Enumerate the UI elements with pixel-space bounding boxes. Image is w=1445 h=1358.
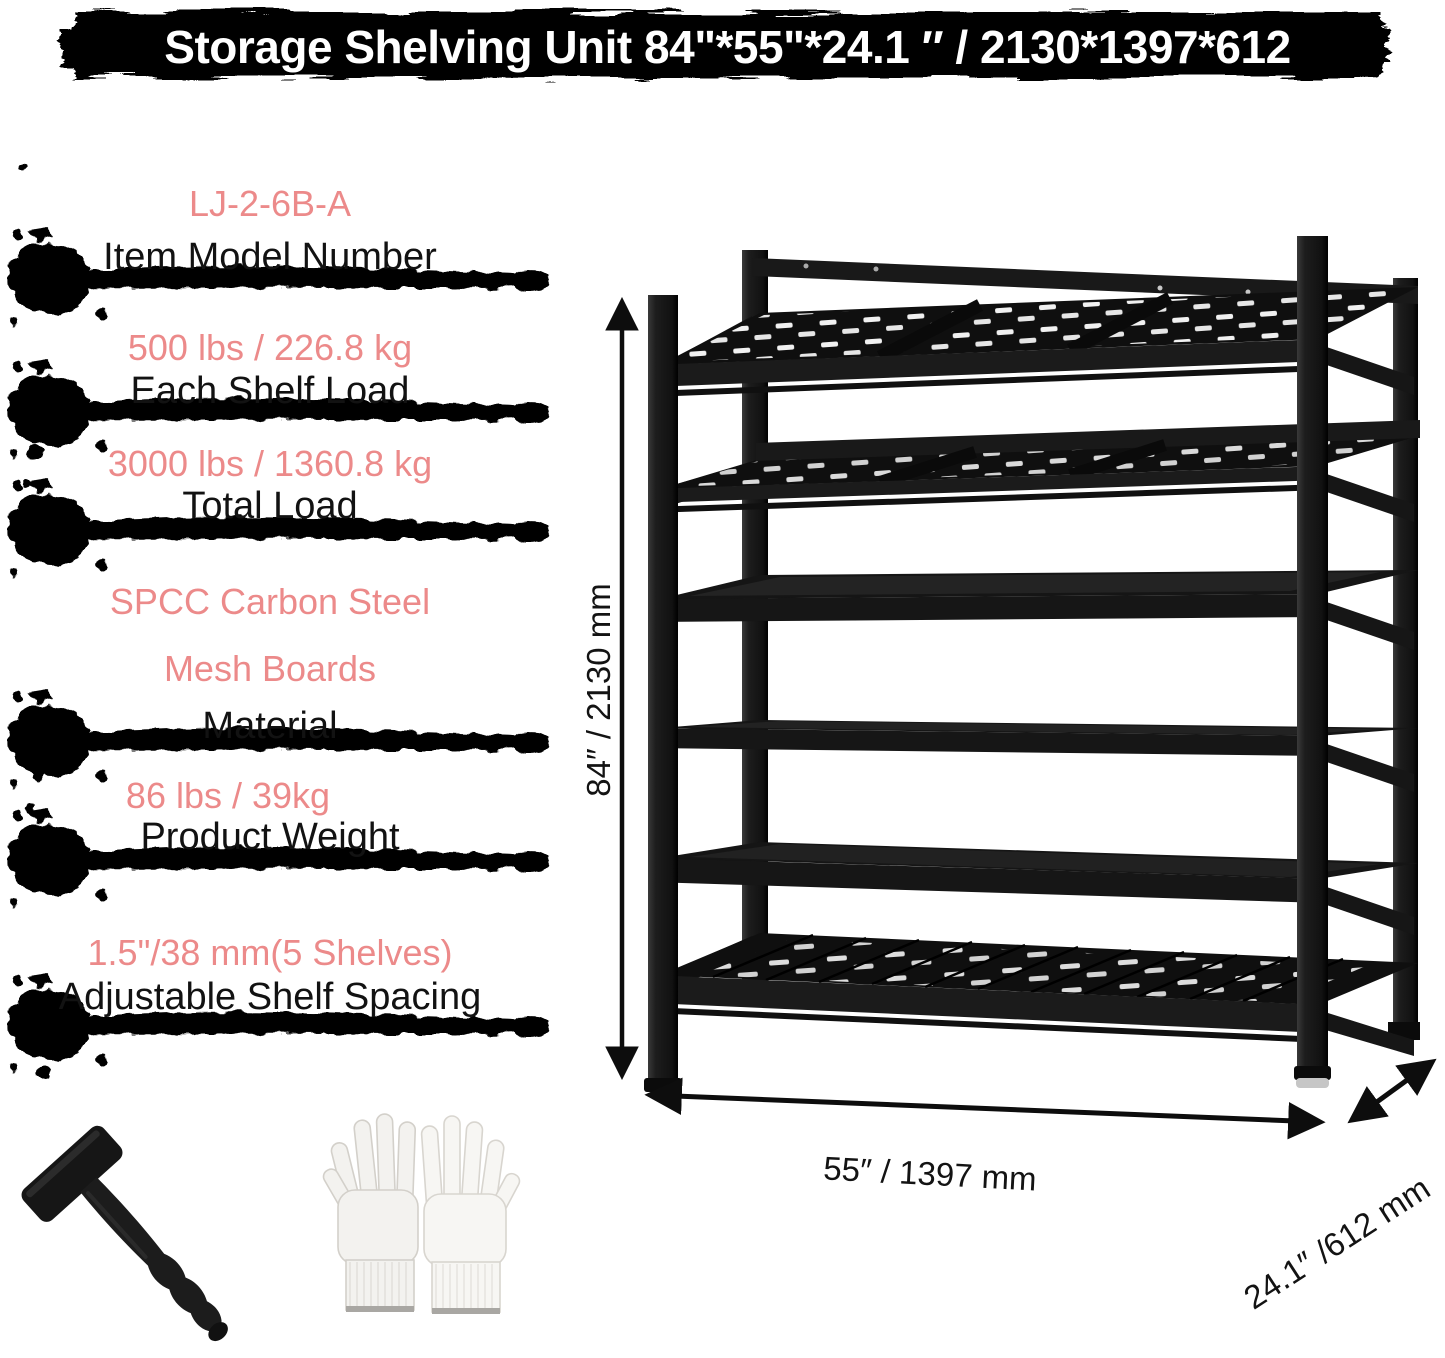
leveling-foot-pad — [1296, 1078, 1329, 1088]
front-right-post — [1297, 236, 1328, 1078]
spec-label-spacing: Adjustable Shelf Spacing — [58, 976, 482, 1018]
front-left-post — [648, 295, 678, 1090]
spec-label-shelf-load: Each Shelf Load — [130, 370, 410, 412]
spec-label-total-load: Total Load — [182, 485, 358, 527]
spec-value-total-load: 3000 lbs / 1360.8 kg — [107, 443, 433, 484]
mallet-image — [21, 1125, 228, 1342]
spec-value-spacing: 1.5"/38 mm(5 Shelves) — [87, 932, 453, 973]
spec-value-material-1: SPCC Carbon Steel — [109, 581, 431, 622]
spec-label-model: Item Model Number — [103, 236, 437, 278]
title-banner-bg — [62, 12, 1388, 78]
spec-label-weight: Product Weight — [140, 816, 400, 858]
shelving-unit-illustration — [644, 236, 1420, 1092]
spec-value-material-2: Mesh Boards — [163, 648, 377, 689]
width-dimension-arrow — [644, 1077, 1326, 1140]
ink-splatter-dots — [18, 163, 50, 1080]
page-title: Storage Shelving Unit 84"*55"*24.1 ″ / 2… — [164, 21, 1291, 73]
spec-value-weight: 86 lbs / 39kg — [125, 775, 331, 816]
spec-value-shelf-load: 500 lbs / 226.8 kg — [127, 327, 413, 368]
height-dimension-label: 84″ / 2130 mm — [580, 583, 617, 797]
depth-dimension-arrow — [1347, 1058, 1437, 1124]
gloves-image — [322, 1113, 521, 1314]
spec-label-material: Material — [202, 705, 338, 747]
spec-value-model: LJ-2-6B-A — [188, 183, 352, 224]
